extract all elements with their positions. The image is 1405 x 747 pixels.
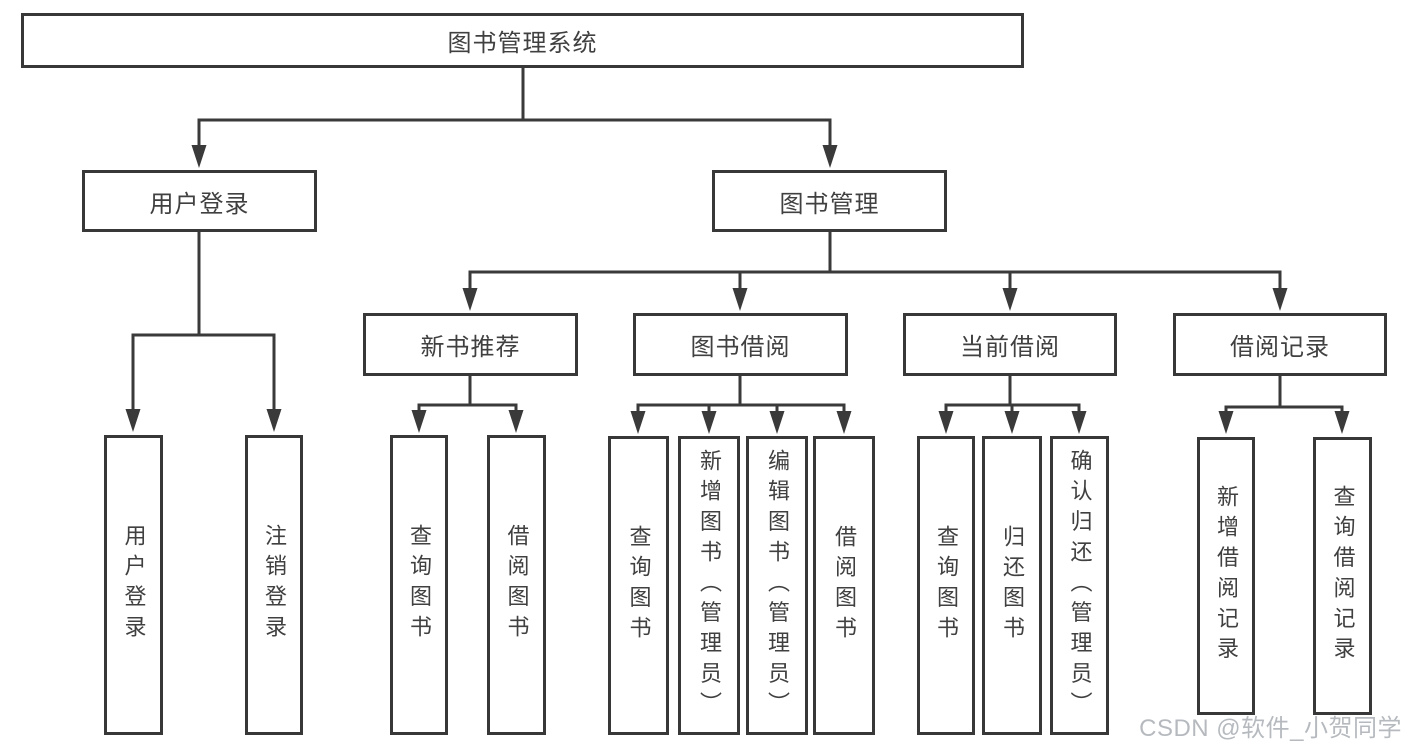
node-label-cb-return-book: 归还图书 bbox=[1000, 524, 1025, 647]
arrowhead-icon bbox=[462, 288, 478, 311]
arrowhead-icon bbox=[1272, 288, 1288, 311]
node-label-borrow-records: 借阅记录 bbox=[1230, 334, 1330, 361]
node-user-login: 用户登录 bbox=[104, 435, 163, 735]
arrowhead-icon bbox=[732, 288, 748, 311]
arrowhead-icon bbox=[1334, 411, 1350, 434]
node-label-br-add-record: 新增借阅记录 bbox=[1214, 484, 1239, 668]
node-cb-query-book: 查询图书 bbox=[917, 436, 975, 735]
node-new-book-rec: 新书推荐 bbox=[363, 313, 578, 376]
arrowhead-icon bbox=[1004, 411, 1020, 434]
node-nbr-query-book: 查询图书 bbox=[390, 435, 448, 735]
node-label-logout: 注销登录 bbox=[262, 524, 287, 646]
node-book-borrow: 图书借阅 bbox=[633, 313, 848, 376]
node-label-user-login-group: 用户登录 bbox=[149, 190, 250, 218]
node-bb-query-book: 查询图书 bbox=[608, 436, 669, 735]
arrowhead-icon bbox=[630, 411, 646, 434]
node-label-bb-add-book: 新增图书（管理员） bbox=[697, 448, 722, 723]
node-borrow-records: 借阅记录 bbox=[1173, 313, 1387, 376]
arrowhead-icon bbox=[769, 411, 785, 434]
arrowhead-icon bbox=[1071, 411, 1087, 434]
node-label-book-mgmt: 图书管理 bbox=[779, 190, 880, 218]
node-label-cb-confirm: 确认归还（管理员） bbox=[1067, 448, 1093, 723]
node-label-current-borrow: 当前借阅 bbox=[960, 334, 1060, 361]
node-root: 图书管理系统 bbox=[21, 13, 1024, 68]
node-label-cb-query-book: 查询图书 bbox=[934, 524, 959, 647]
node-label-root: 图书管理系统 bbox=[447, 30, 598, 57]
arrowhead-icon bbox=[266, 409, 282, 432]
arrowhead-icon bbox=[508, 410, 524, 433]
node-book-mgmt: 图书管理 bbox=[712, 170, 947, 232]
node-nbr-borrow-book: 借阅图书 bbox=[487, 435, 546, 735]
node-label-bb-edit-book: 编辑图书（管理员） bbox=[765, 448, 790, 723]
node-user-login-group: 用户登录 bbox=[82, 170, 317, 232]
node-br-add-record: 新增借阅记录 bbox=[1197, 437, 1255, 715]
node-label-br-query-record: 查询借阅记录 bbox=[1330, 484, 1356, 668]
arrowhead-icon bbox=[1002, 288, 1018, 311]
node-label-bb-query-book: 查询图书 bbox=[626, 524, 652, 647]
node-br-query-record: 查询借阅记录 bbox=[1313, 437, 1372, 715]
arrowhead-icon bbox=[125, 409, 141, 432]
node-label-nbr-query-book: 查询图书 bbox=[407, 524, 432, 646]
node-cb-confirm: 确认归还（管理员） bbox=[1050, 436, 1109, 735]
node-label-user-login: 用户登录 bbox=[121, 524, 147, 646]
node-bb-edit-book: 编辑图书（管理员） bbox=[746, 436, 808, 735]
node-label-new-book-rec: 新书推荐 bbox=[420, 334, 521, 361]
node-bb-borrow-book: 借阅图书 bbox=[813, 436, 875, 735]
arrowhead-icon bbox=[411, 410, 427, 433]
arrowhead-icon bbox=[701, 411, 717, 434]
arrowhead-icon bbox=[191, 145, 207, 168]
node-cb-return-book: 归还图书 bbox=[982, 436, 1042, 735]
arrowhead-icon bbox=[822, 145, 838, 168]
arrowhead-icon bbox=[836, 411, 852, 434]
node-current-borrow: 当前借阅 bbox=[903, 313, 1117, 376]
arrowhead-icon bbox=[1218, 411, 1234, 434]
node-label-bb-borrow-book: 借阅图书 bbox=[832, 524, 857, 647]
node-logout: 注销登录 bbox=[245, 435, 303, 735]
node-label-book-borrow: 图书借阅 bbox=[690, 334, 791, 361]
node-bb-add-book: 新增图书（管理员） bbox=[678, 436, 740, 735]
arrowhead-icon bbox=[938, 411, 954, 434]
watermark: CSDN @软件_小贺同学 bbox=[1139, 715, 1402, 742]
node-label-nbr-borrow-book: 借阅图书 bbox=[504, 524, 530, 646]
